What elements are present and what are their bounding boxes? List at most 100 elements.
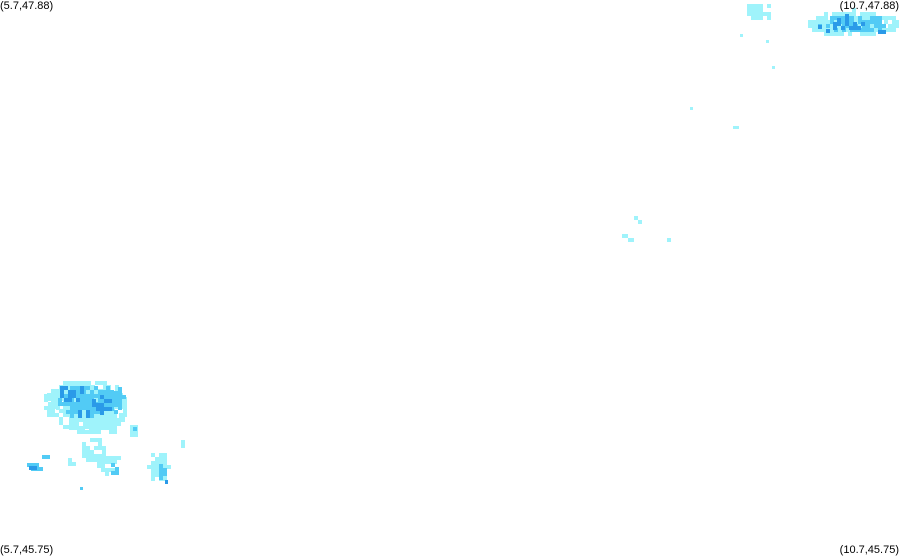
precip-cell [151,465,155,469]
precip-cell [96,407,100,411]
precip-cell [167,465,171,469]
precip-cell [888,16,892,20]
precip-cell [828,32,832,36]
precip-cell [106,391,110,395]
precip-cell [874,24,878,28]
precip-cell [117,456,121,460]
precip-cell [812,28,816,32]
precip-cell [826,24,830,28]
precip-cell [81,426,85,430]
precip-cell [111,463,115,467]
precip-cell [74,386,78,390]
precip-cell [151,473,155,477]
precip-cell [114,399,118,403]
precip-cell [892,16,896,20]
precip-cell [99,381,103,385]
precip-cell [86,398,90,402]
precip-cell [159,457,163,461]
precip-cell [63,381,67,385]
corner-label-top-left: (5.7,47.88) [0,0,54,12]
precip-cell [90,454,94,458]
precip-cell [90,458,94,462]
precip-cell [55,413,59,417]
precip-cell [98,442,102,446]
precip-cell [103,385,107,389]
precip-speck [690,107,693,110]
precip-cell [86,450,90,454]
precip-cell [67,405,71,409]
precip-cell [70,402,74,406]
precip-cell [48,406,52,410]
precip-cell [82,442,86,446]
precip-cell [100,395,104,399]
precip-cell [842,20,846,24]
precip-cell [90,414,94,418]
corner-label-bottom-right: (10.7,45.75) [839,544,899,556]
precip-cell [105,460,109,464]
precip-cell [78,406,82,410]
precip-cell [60,386,64,390]
precip-cell [52,402,56,406]
precip-cell [759,4,763,8]
precip-cell [163,477,167,481]
precip-cell [90,406,94,410]
precip-cell [70,386,74,390]
precip-cell [82,398,86,402]
precip-cell [101,468,105,472]
precip-cell [110,403,114,407]
precip-cell [59,409,63,413]
precip-cell [109,418,113,422]
precip-cell [882,24,886,28]
precip-cell [101,422,105,426]
precip-cell [73,426,77,430]
precip-cell [751,8,755,12]
precip-cell [109,414,113,418]
precip-cell [105,422,109,426]
precip-cell [81,414,85,418]
precip-cell [747,12,751,16]
precip-cell [69,418,73,422]
precip-cell [181,440,185,444]
precip-cell [837,22,841,26]
precip-speck [80,487,83,490]
precip-cell [42,455,46,459]
precip-cell [159,464,163,468]
precip-cell [824,32,828,36]
precip-cell [72,390,76,394]
precip-speck [165,480,168,484]
precip-cell [874,20,878,24]
precip-cell [103,381,107,385]
precip-cell [884,20,888,24]
precip-cell [751,16,755,20]
precip-speck [740,34,743,37]
precip-cell [81,418,85,422]
precip-cell [759,8,763,12]
precip-cell [118,391,122,395]
precip-cell [845,22,849,26]
precip-cell [853,26,857,30]
precip-cell [111,471,115,475]
precip-cell [751,4,755,8]
precipitation-cells [27,4,899,490]
precip-cell [68,458,72,462]
precip-cell [77,418,81,422]
precip-cell [67,381,71,385]
precip-cell [818,25,822,29]
precip-cell [75,381,79,385]
precip-cell [109,422,113,426]
precip-cell [58,402,62,406]
precip-cell [104,407,108,411]
precip-cell [830,20,834,24]
precip-cell [64,386,68,390]
precip-cell [91,385,95,389]
precip-cell [820,28,824,32]
precip-cell [147,465,151,469]
precip-cell [870,28,874,32]
precip-cell [896,24,899,28]
precip-cell [767,4,771,8]
precip-cell [105,456,109,460]
precip-cell [29,466,33,470]
precip-cell [72,462,76,466]
precip-cell [108,399,112,403]
precip-cell [97,430,101,434]
